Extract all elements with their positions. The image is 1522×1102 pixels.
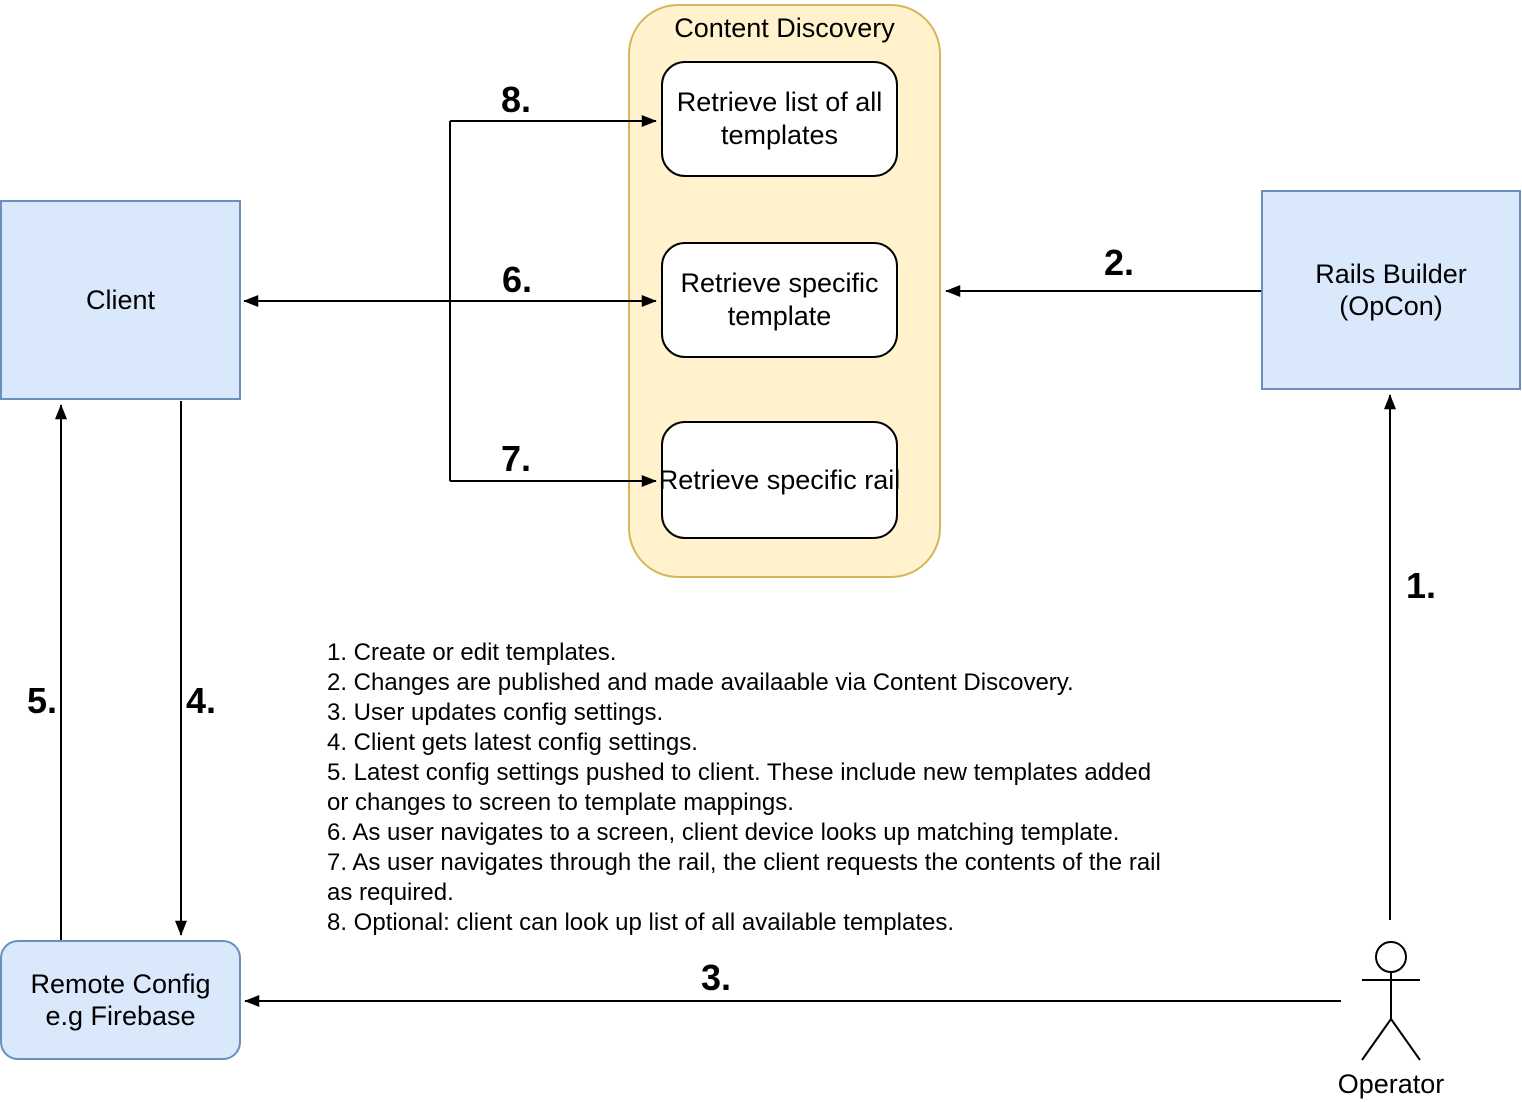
retrieve-specific-rail-box: Retrieve specific rail [659, 421, 900, 539]
retrieve-list-of-templates-box: Retrieve list of all templates [661, 61, 898, 177]
arrow-label-6: 6. [501, 259, 533, 300]
note-line: 2. Changes are published and made availa… [327, 669, 1074, 696]
note-line: as required. [327, 879, 454, 906]
client-node: Client [0, 200, 241, 400]
arrow-label-8: 8. [500, 79, 532, 120]
note-line: 8. Optional: client can look up list of … [327, 909, 955, 936]
remote-config-node: Remote Config e.g Firebase [0, 940, 241, 1060]
arrow-label-5: 5. [26, 680, 58, 721]
arrow-label-7: 7. [500, 438, 532, 479]
content-discovery-title: Content Discovery [674, 13, 895, 43]
note-line: 3. User updates config settings. [327, 699, 664, 726]
note-line: 6. As user navigates to a screen, client… [327, 819, 1120, 846]
note-line: 4. Client gets latest config settings. [327, 729, 698, 756]
notes-list: 1. Create or edit templates. 2. Changes … [327, 638, 1227, 938]
arrow-label-4: 4. [185, 680, 217, 721]
note-line: or changes to screen to template mapping… [327, 789, 794, 816]
arrow-label-2: 2. [1103, 242, 1135, 283]
note-line: 5. Latest config settings pushed to clie… [327, 759, 1152, 786]
retrieve-specific-template-box: Retrieve specific template [661, 242, 898, 358]
client-node-label: Client [85, 285, 156, 315]
rails-builder-label-line1: Rails Builder [1315, 259, 1467, 289]
arrow-label-3: 3. [700, 957, 732, 998]
rails-builder-node: Rails Builder (OpCon) [1261, 190, 1521, 390]
arrow-label-1: 1. [1405, 565, 1437, 606]
rails-builder-label-line2: (OpCon) [1339, 291, 1443, 321]
remote-config-label-line2: e.g Firebase [45, 1001, 196, 1031]
operator-label: Operator [1337, 1069, 1445, 1099]
remote-config-label-line1: Remote Config [30, 969, 211, 999]
note-line: 7. As user navigates through the rail, t… [327, 849, 1161, 876]
note-line: 1. Create or edit templates. [327, 639, 617, 666]
operator-actor-icon [1361, 941, 1421, 1061]
